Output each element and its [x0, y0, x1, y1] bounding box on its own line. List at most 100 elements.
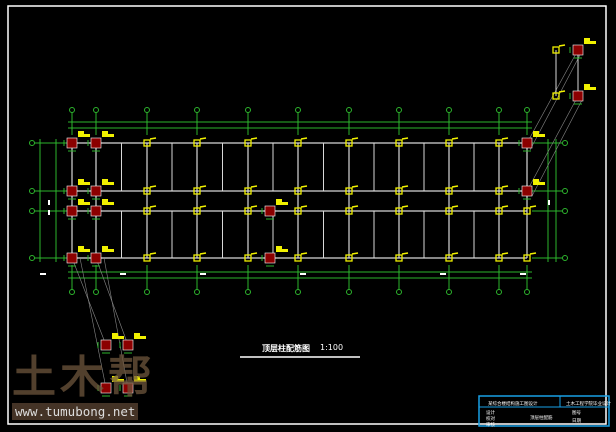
column-main	[66, 252, 78, 264]
axis-bubble	[562, 255, 568, 261]
column-label-tag	[199, 205, 207, 208]
column-label-tag	[276, 199, 288, 205]
column-label-tag	[300, 185, 308, 188]
column-label-tag	[501, 185, 509, 188]
column-label-tag	[351, 252, 359, 255]
watermark-url: www.tumubong.net	[12, 403, 139, 420]
column-small	[294, 187, 302, 195]
column-small	[395, 187, 403, 195]
column-label-tag	[78, 199, 90, 205]
column-label-tag	[300, 252, 308, 255]
dimension-text	[300, 273, 306, 275]
column-label-tag	[533, 179, 545, 185]
column-label-tag	[102, 246, 114, 252]
titleblock-date: 日期	[572, 419, 581, 424]
axis-bubble	[496, 107, 502, 113]
dimension-text	[440, 273, 446, 275]
column-main	[100, 339, 112, 351]
column-label-tag	[351, 185, 359, 188]
titleblock-reviewer: 审核	[486, 423, 495, 428]
axis-bubble	[295, 107, 301, 113]
column-label-tag	[199, 185, 207, 188]
leader-line	[526, 95, 579, 192]
dimension-text	[520, 273, 526, 275]
axis-bubble	[144, 289, 150, 295]
axis-bubble	[446, 107, 452, 113]
column-small	[523, 254, 531, 262]
column-label-tag	[250, 185, 258, 188]
titleblock-designer: 设计	[486, 411, 495, 416]
axis-bubble	[346, 107, 352, 113]
column-small	[495, 139, 503, 147]
column-small	[345, 187, 353, 195]
column-small	[143, 139, 151, 147]
column-main	[572, 90, 584, 102]
axis-bubble	[245, 107, 251, 113]
column-small	[445, 187, 453, 195]
axis-bubble	[93, 289, 99, 295]
axis-bubble	[562, 140, 568, 146]
axis-bubble	[29, 140, 35, 146]
column-small	[495, 254, 503, 262]
axis-bubble	[29, 208, 35, 214]
column-small	[193, 207, 201, 215]
axis-bubble	[562, 188, 568, 194]
column-small	[345, 139, 353, 147]
column-small	[193, 139, 201, 147]
column-main	[521, 137, 533, 149]
column-label-tag	[501, 205, 509, 208]
column-small	[143, 254, 151, 262]
axis-bubble	[524, 289, 530, 295]
dimension-text	[200, 273, 206, 275]
column-main	[90, 252, 102, 264]
titleblock-project: 某综合楼结构施工图设计	[488, 402, 538, 407]
column-small	[445, 139, 453, 147]
column-label-tag	[451, 185, 459, 188]
column-label-tag	[78, 179, 90, 185]
column-label-tag	[250, 205, 258, 208]
column-small	[244, 254, 252, 262]
drawing-title: 顶层柱配筋图	[262, 344, 310, 353]
column-small	[193, 187, 201, 195]
dimension-text	[48, 200, 50, 205]
column-small	[395, 254, 403, 262]
column-small	[495, 207, 503, 215]
column-label-tag	[501, 252, 509, 255]
title-block	[478, 395, 610, 427]
column-small	[143, 207, 151, 215]
axis-bubble	[295, 289, 301, 295]
leader-line	[79, 257, 107, 389]
titleblock-sheet-name: 顶层柱配筋	[530, 416, 553, 421]
column-small	[143, 187, 151, 195]
column-label-tag	[134, 376, 146, 382]
drawing-border	[7, 5, 607, 425]
axis-bubble	[194, 289, 200, 295]
axis-bubble	[396, 289, 402, 295]
column-label-tag	[558, 44, 566, 47]
column-label-tag	[501, 137, 509, 140]
column-label-tag	[134, 333, 146, 339]
column-small	[345, 254, 353, 262]
column-label-tag	[199, 252, 207, 255]
watermark: 土木帮 www.tumubong.net	[12, 355, 162, 423]
column-small	[445, 207, 453, 215]
axis-bubble	[29, 255, 35, 261]
axis-bubble	[69, 107, 75, 113]
column-label-tag	[250, 137, 258, 140]
column-small	[294, 139, 302, 147]
column-label-tag	[529, 205, 537, 208]
leader-line	[103, 257, 129, 389]
column-small	[345, 207, 353, 215]
axis-bubble	[69, 289, 75, 295]
column-main	[100, 382, 112, 394]
column-main	[66, 185, 78, 197]
column-label-tag	[149, 185, 157, 188]
column-main	[122, 382, 134, 394]
column-label-tag	[102, 199, 114, 205]
axis-bubble	[29, 188, 35, 194]
column-label-tag	[149, 137, 157, 140]
column-label-tag	[529, 252, 537, 255]
column-label-tag	[401, 252, 409, 255]
column-label-tag	[78, 246, 90, 252]
